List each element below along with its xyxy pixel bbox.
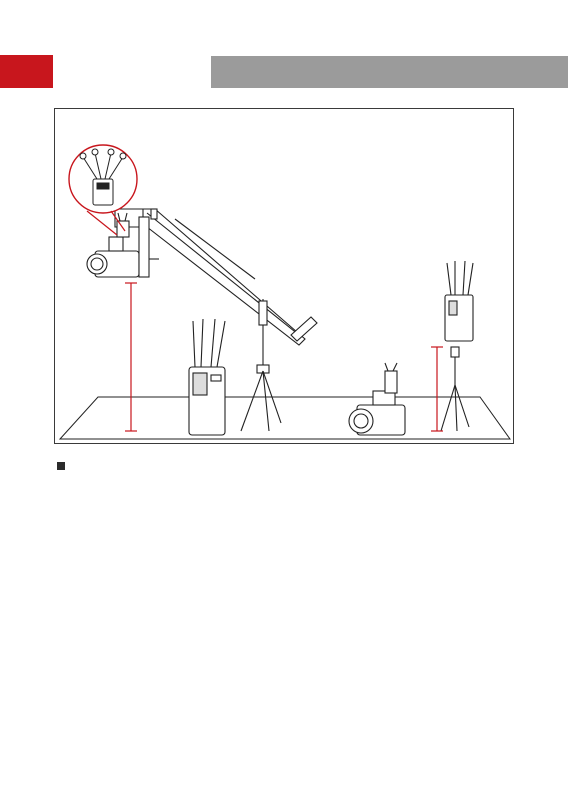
camera-on-jib [87, 213, 159, 277]
height-marker-left [125, 283, 137, 431]
square-bullet-icon [57, 462, 65, 470]
camera-on-floor [349, 363, 405, 435]
height-marker-right [431, 347, 443, 431]
illustration-frame [54, 108, 514, 444]
receiver-on-stand [441, 261, 473, 431]
floor-plane [60, 397, 510, 439]
header-title-bar [211, 56, 568, 88]
receiver-on-floor [189, 319, 225, 435]
setup-illustration [55, 109, 515, 445]
header-accent-tab [0, 55, 53, 88]
